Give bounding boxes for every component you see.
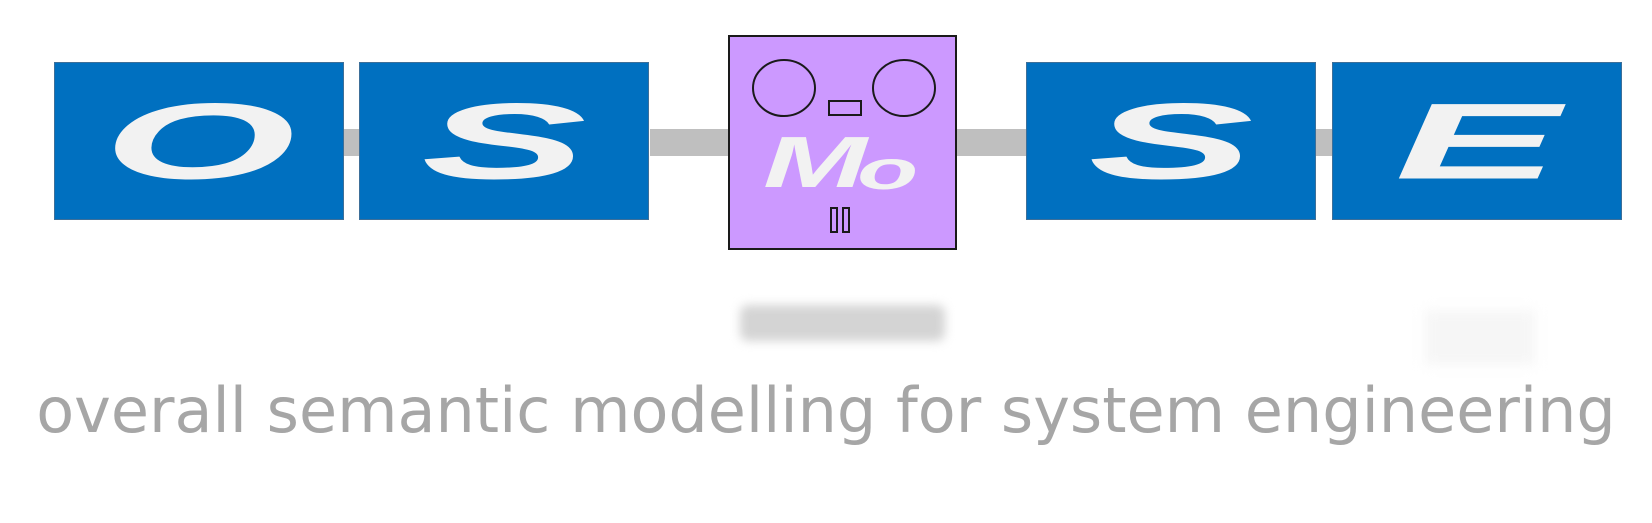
letter-o: O <box>102 80 296 202</box>
letter-s: S <box>421 80 587 202</box>
robot-face-icon <box>752 59 936 233</box>
letter-s-second: S <box>1088 80 1254 202</box>
connector-bar <box>1316 129 1334 156</box>
letter-tile-s-second: S <box>1026 62 1316 220</box>
letter-small-o: o <box>856 138 918 201</box>
blurred-shadow <box>740 305 945 341</box>
connector-bar <box>340 129 360 156</box>
robot-nose <box>828 100 862 116</box>
letter-e: E <box>1394 80 1560 202</box>
robot-letters: Mo <box>730 115 955 211</box>
faint-shadow <box>1425 310 1535 365</box>
robot-tooth-left <box>830 207 838 233</box>
letter-tile-e: E <box>1332 62 1622 220</box>
robot-tile: Mo <box>728 35 957 250</box>
robot-left-eye <box>752 59 816 117</box>
robot-right-eye <box>872 59 936 117</box>
letter-tile-s: S <box>359 62 649 220</box>
connector-bar <box>650 129 730 156</box>
robot-tooth-right <box>842 207 850 233</box>
letter-m: M <box>762 122 867 203</box>
tagline: overall semantic modelling for system en… <box>36 374 1616 447</box>
connector-bar <box>955 129 1028 156</box>
letter-tile-o: O <box>54 62 344 220</box>
